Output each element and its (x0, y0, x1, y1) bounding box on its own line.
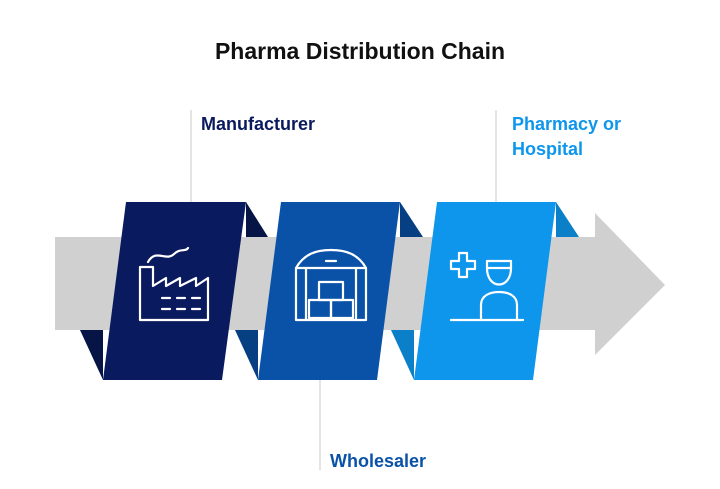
pharmacy-panel (414, 202, 556, 380)
wholesaler-panel (258, 202, 400, 380)
stage-manufacturer (80, 202, 268, 380)
arrow-head (595, 213, 665, 355)
pharmacy-fold-bottom (391, 330, 414, 380)
wholesaler-fold-bottom (235, 330, 258, 380)
warehouse-icon (294, 248, 368, 322)
factory-icon (138, 246, 210, 322)
pharmacy-fold-top (556, 202, 579, 237)
manufacturer-label: Manufacturer (201, 114, 316, 134)
stage-pharmacy-hospital (391, 202, 579, 380)
pharmacy-hospital-label: Pharmacy or Hospital (512, 114, 622, 159)
manufacturer-panel (103, 202, 246, 380)
healthcare-worker-icon (449, 251, 525, 322)
diagram-title: Pharma Distribution Chain (214, 38, 506, 64)
stage-wholesaler (235, 202, 423, 380)
wholesaler-label: Wholesaler (330, 451, 427, 471)
manufacturer-fold-bottom (80, 330, 103, 380)
wholesaler-fold-top (400, 202, 423, 237)
manufacturer-fold-top (246, 202, 268, 237)
